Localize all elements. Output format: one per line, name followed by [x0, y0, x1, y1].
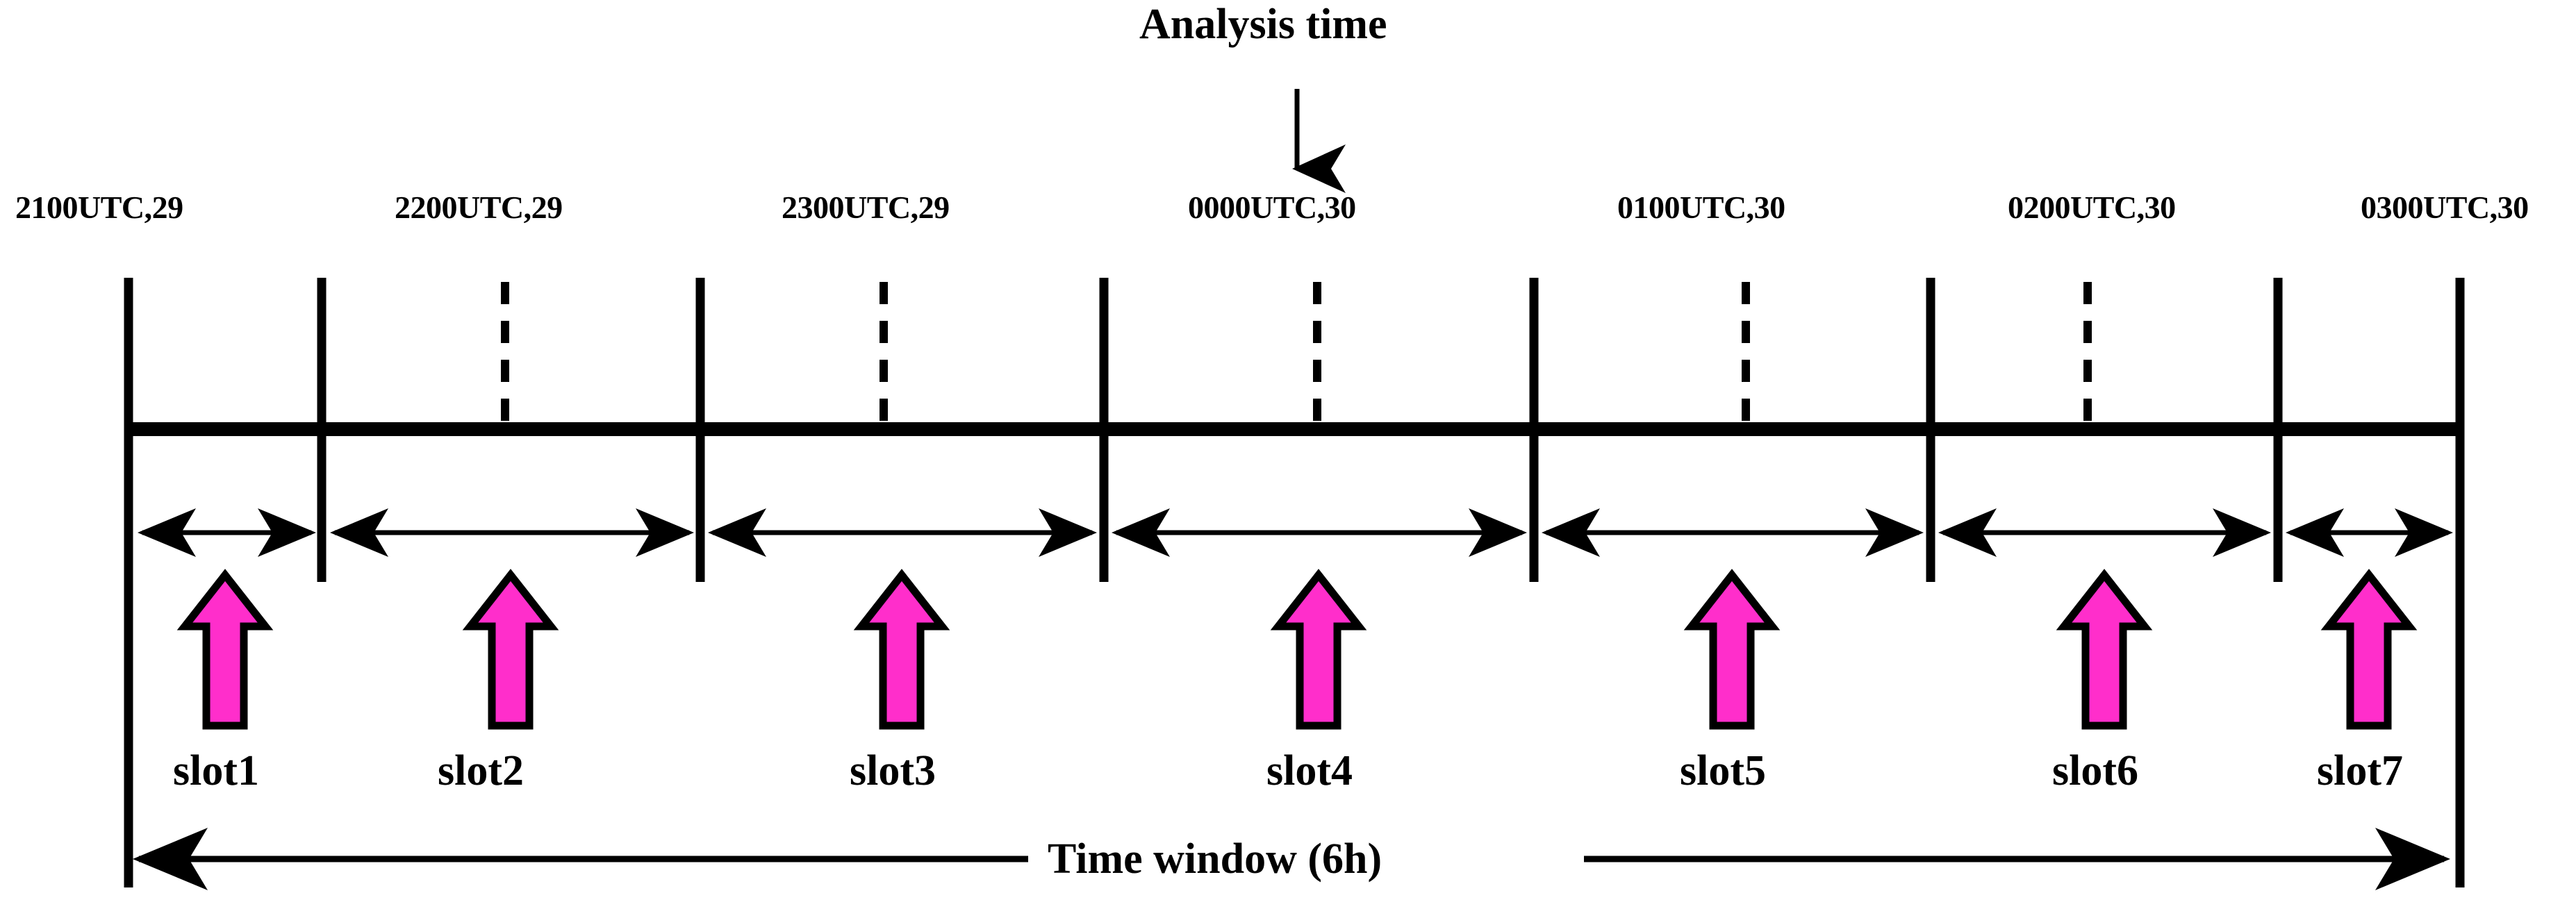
slot-label-5: slot5	[1680, 747, 1766, 794]
slot-boundary-lines-lower	[124, 424, 2465, 887]
slot-arrow-6	[2056, 569, 2153, 730]
time-label-4: 0100UTC,30	[1617, 190, 1785, 225]
time-label-0: 2100UTC,29	[15, 190, 183, 225]
slot-marker-arrows	[176, 569, 2418, 730]
hour-dashed-marks	[501, 282, 2092, 425]
slot-arrow-7	[2320, 569, 2418, 730]
time-label-1: 2200UTC,29	[395, 190, 563, 225]
time-label-3: 0000UTC,30	[1188, 190, 1356, 225]
slot-arrow-4	[1270, 569, 1367, 730]
slot-label-7: slot7	[2317, 747, 2403, 794]
time-window-label: Time window (6h)	[1048, 835, 1382, 883]
time-label-2: 2300UTC,29	[782, 190, 950, 225]
slot-label-1: slot1	[173, 747, 259, 794]
time-label-6: 0300UTC,30	[2361, 190, 2529, 225]
time-label-5: 0200UTC,30	[2008, 190, 2176, 225]
slot-arrow-1	[176, 569, 274, 730]
slot-label-4: slot4	[1266, 747, 1353, 794]
slot-label-2: slot2	[438, 747, 524, 794]
slot-label-6: slot6	[2052, 747, 2138, 794]
slot-arrow-5	[1683, 569, 1781, 730]
slot-arrow-2	[462, 569, 559, 730]
slot-boundary-lines-upper	[124, 278, 2465, 436]
page-title: Analysis time	[1139, 1, 1387, 48]
slot-label-3: slot3	[850, 747, 936, 794]
slot-arrow-3	[853, 569, 950, 730]
